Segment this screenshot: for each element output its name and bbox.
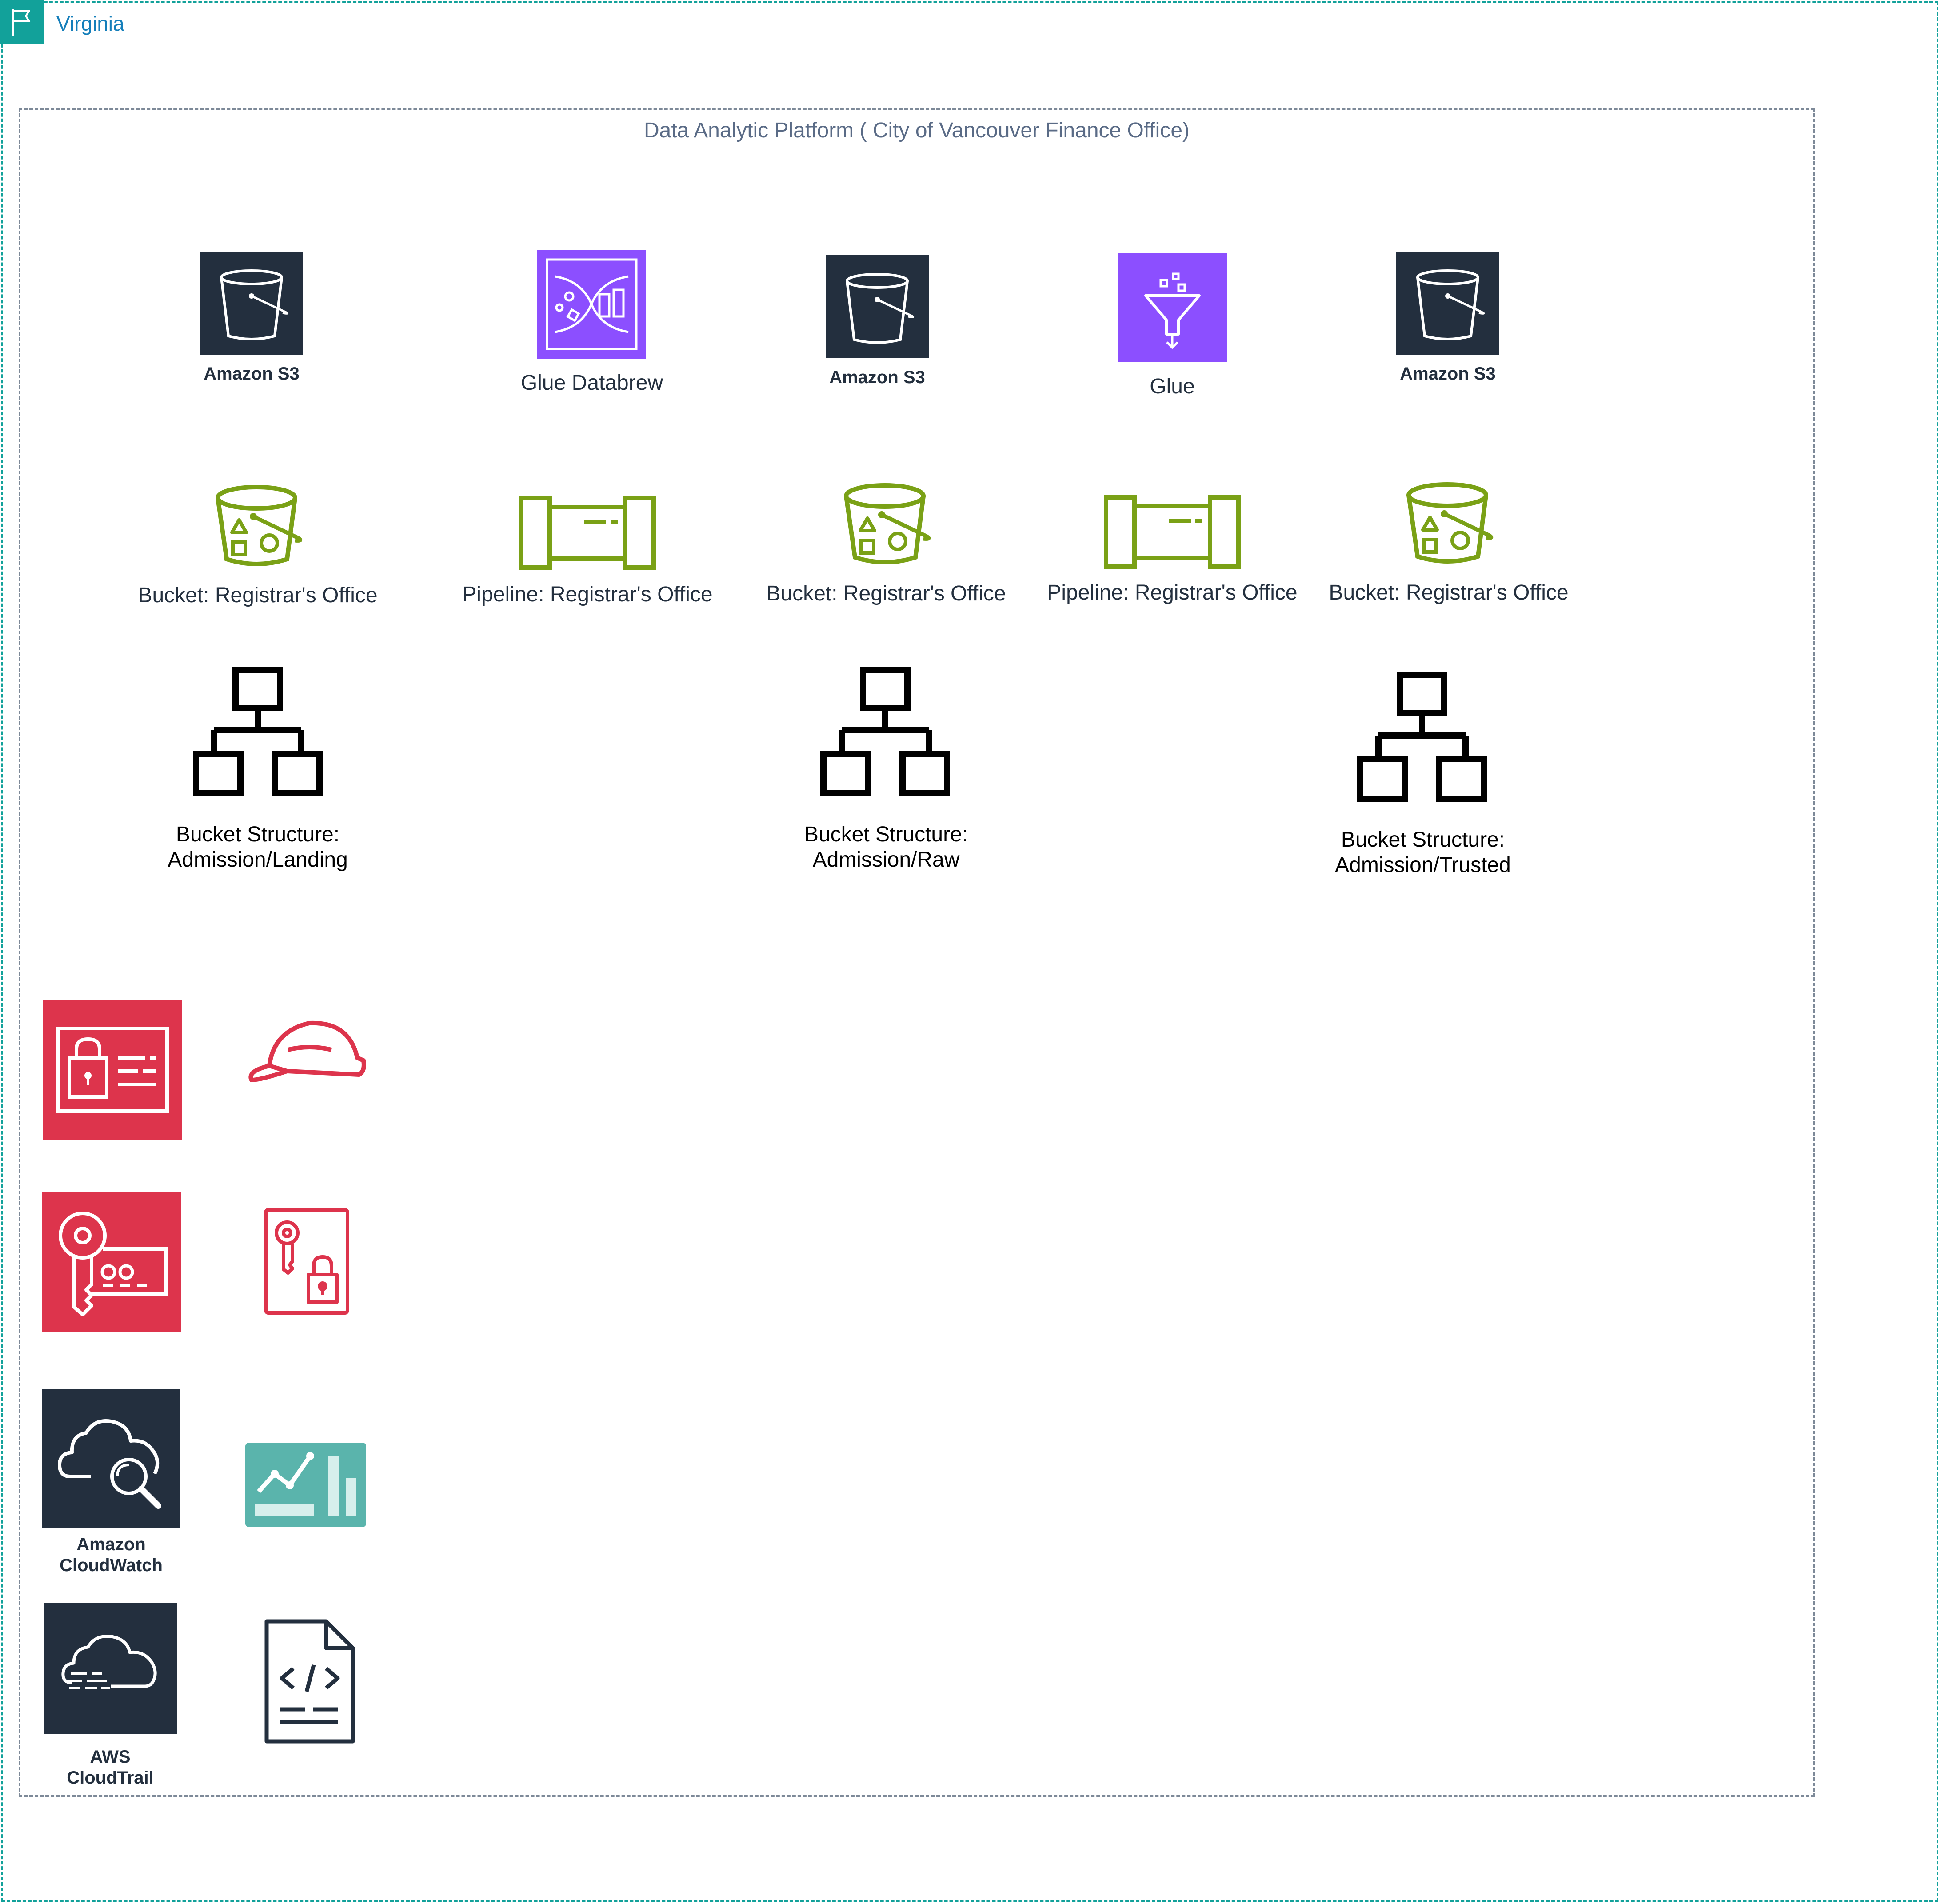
s3-label-3: Amazon S3 — [1400, 364, 1496, 384]
s3-bucket-icon[interactable] — [200, 252, 303, 355]
structure-landing-label: Bucket Structure:Admission/Landing — [168, 823, 348, 872]
bucket-label-1: Bucket: Registrar's Office — [138, 584, 378, 607]
region-flag-icon — [0, 0, 44, 44]
s3-bucket-icon[interactable] — [826, 255, 929, 358]
bucket-resource-icon[interactable] — [841, 478, 932, 570]
bucket-label-3: Bucket: Registrar's Office — [1329, 581, 1569, 604]
platform-group-label: Data Analytic Platform ( City of Vancouv… — [643, 119, 1190, 142]
s3-label-1: Amazon S3 — [204, 364, 300, 384]
s3-bucket-icon[interactable] — [1396, 252, 1499, 355]
bucket-resource-icon[interactable] — [1403, 477, 1495, 569]
pipeline-label-1: Pipeline: Registrar's Office — [462, 583, 713, 606]
pipeline-label-2: Pipeline: Registrar's Office — [1047, 581, 1298, 604]
s3-label-2: Amazon S3 — [829, 368, 925, 387]
helmet-icon — [243, 1018, 367, 1089]
cloudwatch-icon[interactable] — [42, 1389, 180, 1528]
bucket-label-2: Bucket: Registrar's Office — [766, 582, 1006, 605]
region-label: Virginia — [56, 12, 124, 35]
secrets-key-icon[interactable] — [42, 1192, 181, 1332]
code-document-icon — [264, 1619, 355, 1744]
databrew-label: Glue Databrew — [520, 371, 663, 395]
databrew-icon[interactable] — [537, 250, 646, 359]
pipeline-icon[interactable] — [1104, 495, 1241, 569]
hierarchy-icon — [820, 667, 950, 796]
pipeline-icon[interactable] — [519, 496, 656, 570]
hierarchy-icon — [1357, 672, 1487, 802]
cloudtrail-icon[interactable] — [44, 1603, 177, 1734]
bucket-resource-icon[interactable] — [212, 480, 304, 572]
platform-group — [19, 108, 1815, 1797]
structure-trusted-label: Bucket Structure:Admission/Trusted — [1335, 828, 1511, 877]
glue-funnel-icon[interactable] — [1118, 253, 1227, 362]
glue-label: Glue — [1150, 375, 1195, 398]
hierarchy-icon — [193, 667, 323, 796]
structure-raw-label: Bucket Structure:Admission/Raw — [804, 823, 968, 872]
encrypted-key-doc-icon — [264, 1208, 349, 1315]
iam-identity-icon[interactable] — [43, 1000, 182, 1140]
dashboard-chart-icon — [245, 1443, 366, 1527]
